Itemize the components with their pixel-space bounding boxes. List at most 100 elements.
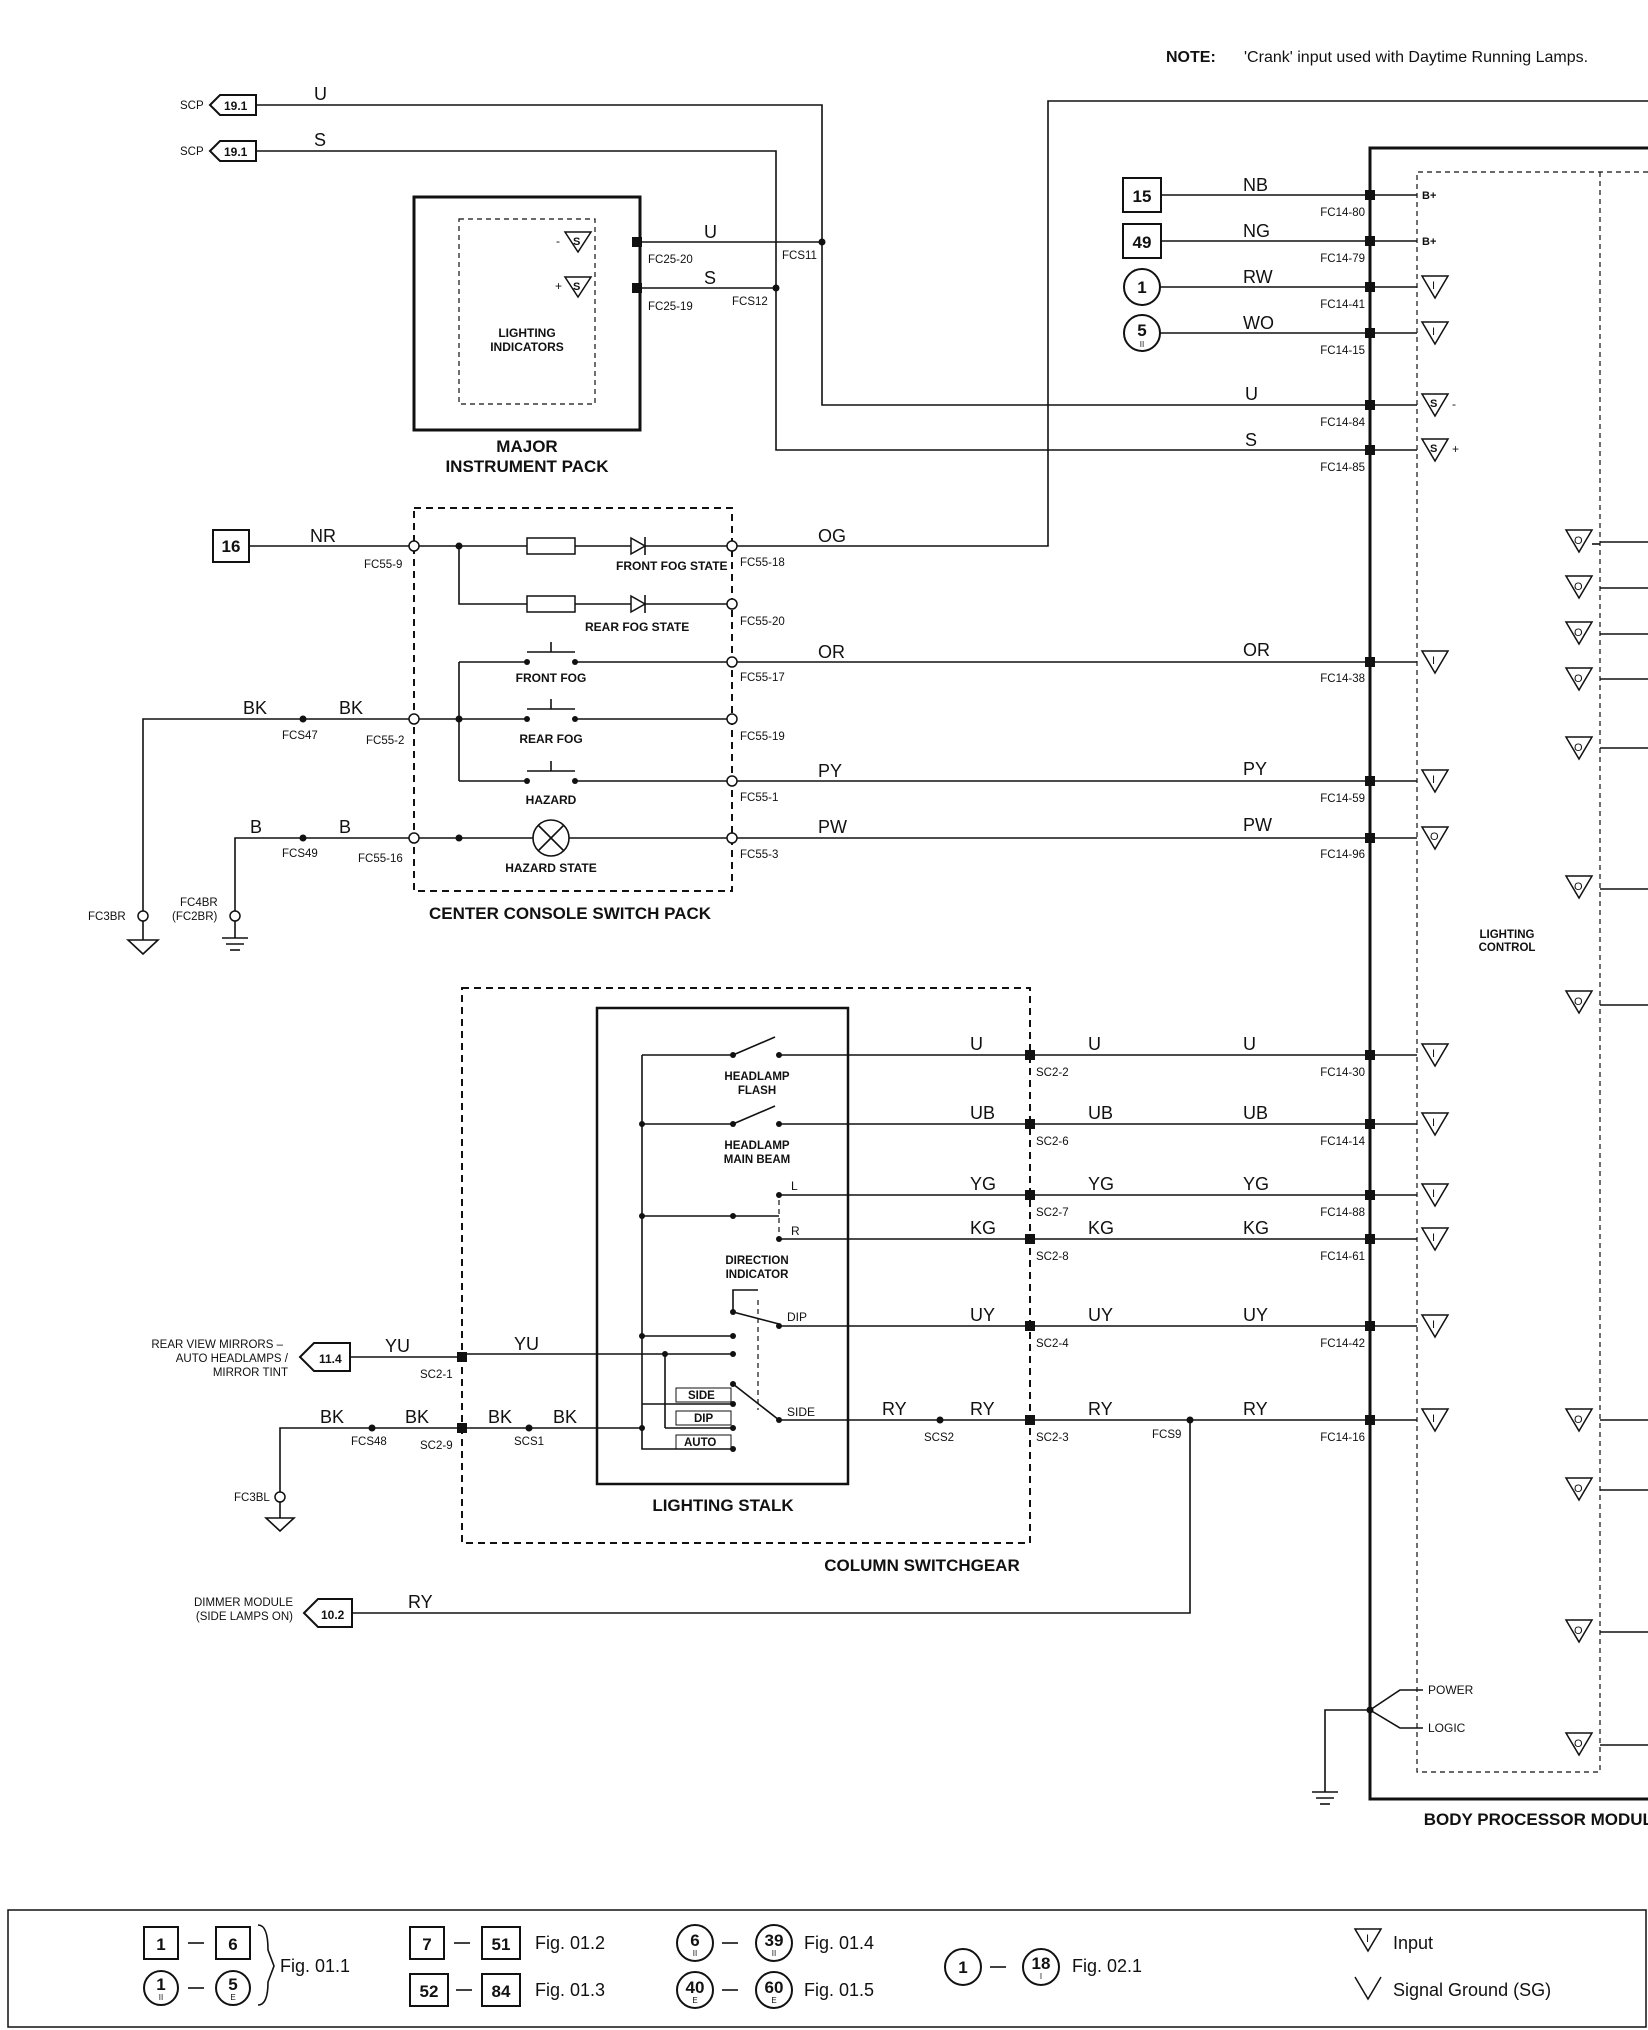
switch-pack-title: CENTER CONSOLE SWITCH PACK xyxy=(429,904,712,923)
legend-fig: Fig. 01.5 xyxy=(804,1980,874,2000)
wire-label: WO xyxy=(1243,313,1274,333)
sym-i: I xyxy=(1432,1413,1435,1425)
input-icon xyxy=(1420,769,1450,794)
legend-ref: 52 xyxy=(420,1982,439,2001)
wire-label: KG xyxy=(1243,1218,1269,1238)
wire-label: NR xyxy=(310,526,336,546)
pin-label: FC55-2 xyxy=(366,735,404,747)
pin-label: FC14-61 xyxy=(1320,1251,1365,1263)
mirrors-ref: 11.4 xyxy=(319,1352,342,1366)
brace xyxy=(257,1924,275,2006)
led-icon xyxy=(630,594,647,614)
led-icon xyxy=(630,536,647,556)
legend-ref: 18 xyxy=(1032,1954,1051,1973)
wire-label: YG xyxy=(1243,1174,1269,1194)
wire-label: YU xyxy=(514,1334,539,1354)
wire-label: PW xyxy=(1243,815,1272,835)
output-icon xyxy=(1420,826,1450,851)
splice-label: FCS9 xyxy=(1152,1429,1181,1441)
supply-ref: 15 xyxy=(1133,187,1152,206)
sym-s: S xyxy=(573,236,580,248)
pin-label: FC14-59 xyxy=(1320,793,1365,805)
major-instrument-pack: LIGHTING INDICATORS S - S + MAJOR INSTRU… xyxy=(412,195,642,476)
legend-ref: 6 xyxy=(690,1931,699,1950)
pin-label: FC55-19 xyxy=(740,731,785,743)
lighting-control-label: LIGHTING xyxy=(1480,929,1535,941)
wire-label: BK xyxy=(320,1407,344,1427)
sym-i: I xyxy=(1432,1232,1435,1244)
bpm-output-symbols: O O O O O O O O O O O xyxy=(1564,529,1648,1757)
wire-label: NG xyxy=(1243,221,1270,241)
pin-label: FC14-79 xyxy=(1320,253,1365,265)
splice-label: FCS49 xyxy=(282,848,318,860)
direction-indicator-label: DIRECTION xyxy=(725,1255,788,1267)
wire-label: KG xyxy=(970,1218,996,1238)
wire-label: YU xyxy=(385,1336,410,1356)
wire-label: UY xyxy=(1088,1305,1113,1325)
sym-i: I xyxy=(1432,1048,1435,1060)
legend-fig: Fig. 01.4 xyxy=(804,1933,874,1953)
pin-label: FC14-42 xyxy=(1320,1338,1365,1350)
wire-label: RY xyxy=(882,1399,907,1419)
wire-scp-u xyxy=(256,104,1370,406)
sym-i: I xyxy=(1432,1188,1435,1200)
signal-input-icon xyxy=(563,276,593,299)
wire-label: U xyxy=(970,1034,983,1054)
pin-label: FC55-9 xyxy=(364,559,402,571)
supply-ref: 5 xyxy=(1137,321,1146,340)
wire-label: U xyxy=(1243,1034,1256,1054)
legend-sub: I xyxy=(1040,1972,1042,1981)
pin-label: FC14-96 xyxy=(1320,849,1365,861)
mirrors-label: REAR VIEW MIRRORS – xyxy=(151,1339,283,1351)
resistor-icon xyxy=(526,537,576,555)
wire-label: BK xyxy=(488,1407,512,1427)
bpm-connectors xyxy=(1365,190,1375,1425)
pin-label: SC2-1 xyxy=(420,1369,453,1381)
pin-label: FC55-20 xyxy=(740,616,785,628)
wire-label: UY xyxy=(1243,1305,1268,1325)
pin-label: FC55-17 xyxy=(740,672,785,684)
scp-s-wire: S xyxy=(314,130,326,150)
legend-ref: 7 xyxy=(422,1935,431,1954)
sym-s: S xyxy=(1430,398,1437,410)
sym-o: O xyxy=(1574,627,1583,639)
sym-i: I xyxy=(1432,655,1435,667)
sym-o: O xyxy=(1574,1625,1583,1637)
wire-label: UB xyxy=(1243,1103,1268,1123)
left-label: L xyxy=(791,1179,798,1193)
sym-i: I xyxy=(1366,1933,1369,1945)
sym-plus: + xyxy=(1452,442,1459,456)
legend-sub: E xyxy=(230,1993,235,2002)
legend-sg: Signal Ground (SG) xyxy=(1393,1980,1551,2000)
pin-label: FC14-84 xyxy=(1320,417,1365,429)
legend-fig: Fig. 01.2 xyxy=(535,1933,605,1953)
ground-label: FC3BR xyxy=(88,911,126,923)
ground-label: FC4BR xyxy=(180,897,218,909)
sym-minus: - xyxy=(556,234,560,248)
legend-ref: 1 xyxy=(958,1958,967,1977)
input-icon xyxy=(1420,321,1450,346)
pin-label: SC2-8 xyxy=(1036,1251,1069,1263)
logic-label: LOGIC xyxy=(1428,1721,1466,1735)
pin-label: FC55-16 xyxy=(358,853,403,865)
scp-s-connector[interactable]: SCP 19.1 S xyxy=(180,130,326,162)
wire-label: OG xyxy=(818,526,846,546)
pin-label: SC2-3 xyxy=(1036,1432,1069,1444)
dimmer-module-connector[interactable]: DIMMER MODULE (SIDE LAMPS ON) 10.2 xyxy=(194,1597,353,1628)
legend: 1 6 1 II 5 E Fig. 01.1 7 51 Fig. 01.2 52… xyxy=(7,1909,1647,2028)
side-label: SIDE xyxy=(787,1405,815,1419)
wire-label: UB xyxy=(970,1103,995,1123)
wire-label: BK xyxy=(553,1407,577,1427)
ground-label: (FC2BR) xyxy=(172,911,218,923)
note: NOTE: 'Crank' input used with Daytime Ru… xyxy=(1166,49,1588,66)
pin-label: SC2-2 xyxy=(1036,1067,1069,1079)
mirrors-connector[interactable]: REAR VIEW MIRRORS – AUTO HEADLAMPS / MIR… xyxy=(151,1339,351,1379)
pin-label: SC2-4 xyxy=(1036,1338,1069,1350)
scp-u-connector[interactable]: SCP 19.1 U xyxy=(180,84,327,116)
wire-label: RW xyxy=(1243,267,1273,287)
hazard-state-label: HAZARD STATE xyxy=(505,861,597,875)
signal-ground-icon xyxy=(263,1517,297,1533)
legend-fig: Fig. 02.1 xyxy=(1072,1956,1142,1976)
supply-ref: 16 xyxy=(222,537,241,556)
